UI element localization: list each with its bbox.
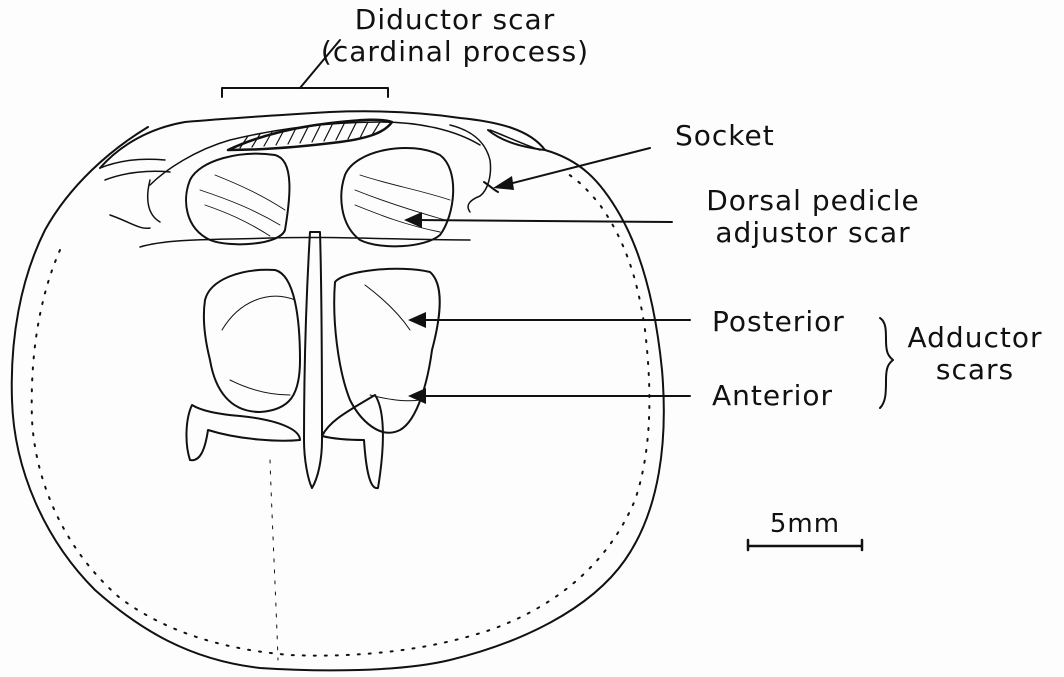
left-pedicle-adjustor-scar (186, 154, 289, 245)
anterior-arrowhead (408, 388, 426, 404)
dorsal-pedicle-label: Dorsal pedicle adjustor scar (688, 185, 938, 249)
left-adductor-scar (204, 270, 300, 412)
left-ear (100, 159, 170, 228)
right-adductor-scar (334, 269, 439, 433)
scale-bar (748, 540, 862, 550)
diductor-scar-label: Diductor scar (cardinal process) (310, 4, 600, 68)
muscle-field-boundary (140, 237, 470, 247)
pedicle-leader (415, 220, 672, 222)
anterior-label: Anterior (712, 380, 833, 412)
adductor-line2: scars (895, 354, 1055, 386)
hinge-inner (150, 122, 480, 185)
right-process (322, 395, 383, 488)
adjustor-scar-hatching (200, 175, 450, 236)
diductor-scar-note: (cardinal process) (310, 36, 600, 68)
shell-margin-dots (32, 172, 650, 656)
left-process (186, 405, 300, 460)
diductor-bracket (222, 88, 388, 97)
diductor-scar-title: Diductor scar (310, 4, 600, 36)
dorsal-pedicle-line2: adjustor scar (688, 217, 938, 249)
anterior-radial-line (270, 460, 278, 660)
posterior-label: Posterior (712, 306, 845, 338)
posterior-arrowhead (408, 312, 426, 328)
right-ear (450, 125, 540, 212)
scale-bar-label: 5mm (748, 508, 862, 540)
dorsal-pedicle-line1: Dorsal pedicle (688, 185, 938, 217)
adductor-brace (880, 318, 893, 408)
socket-leader (505, 148, 650, 185)
median-septum (304, 232, 322, 488)
socket-arrowhead (493, 176, 514, 190)
adductor-scars-label: Adductor scars (895, 322, 1055, 386)
socket-label: Socket (675, 120, 775, 152)
adductor-line1: Adductor (895, 322, 1055, 354)
